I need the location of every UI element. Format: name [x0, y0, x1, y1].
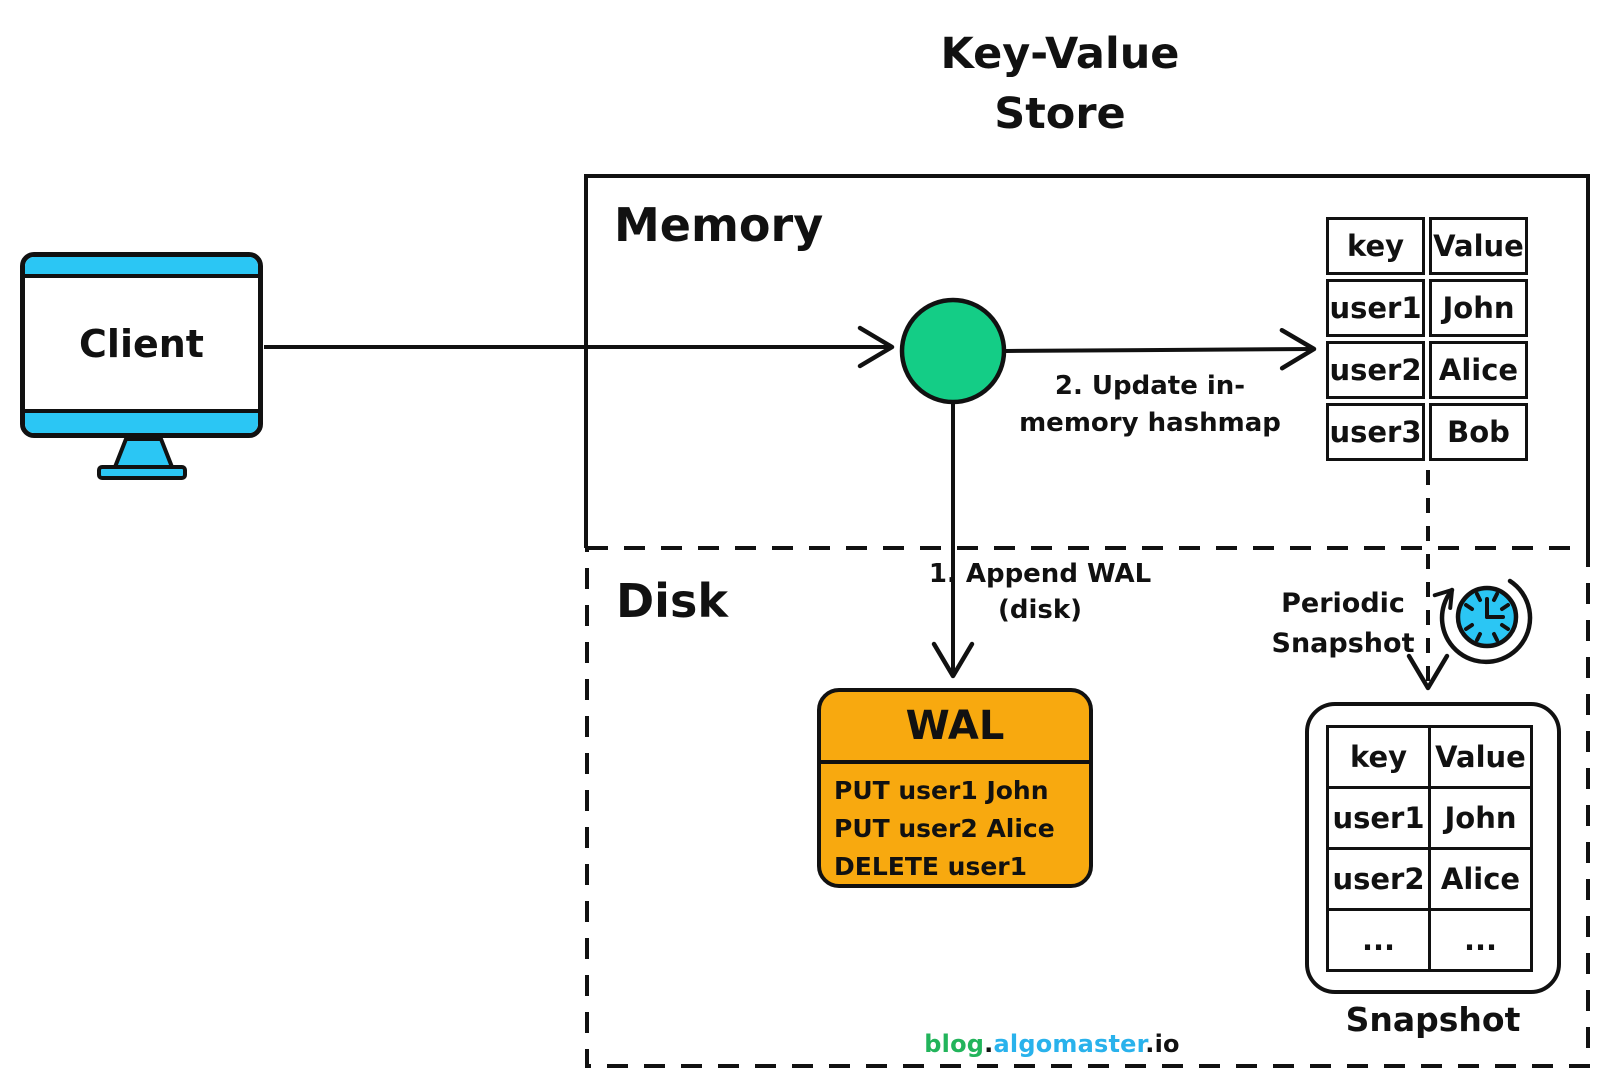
wal-entry: PUT user2 Alice	[834, 814, 1055, 843]
client-monitor-icon: Client	[20, 252, 263, 438]
snapshot-cell: John	[1428, 786, 1533, 850]
monitor-stand-base	[97, 465, 187, 480]
monitor-bottom-bar	[25, 409, 258, 433]
table-row: ... ...	[1326, 908, 1533, 972]
write-node-circle	[899, 297, 1007, 405]
hashmap-cell: Bob	[1429, 403, 1528, 461]
snapshot-cell: user1	[1326, 786, 1431, 850]
append-wal-label: 1. Append WAL (disk)	[928, 559, 1152, 625]
footer-dot: .	[984, 1030, 994, 1058]
diagram-title: Key-Value Store	[940, 29, 1180, 139]
clock-history-icon	[1432, 578, 1533, 665]
table-row: user2 Alice	[1326, 847, 1533, 911]
hashmap-cell: user2	[1326, 341, 1425, 399]
footer-branding: blog.algomaster.io	[902, 1030, 1202, 1058]
hashmap-cell: John	[1429, 279, 1528, 337]
monitor-stand	[113, 437, 174, 469]
hashmap-table: key Value user1 John user2 Alice user3 B…	[1322, 213, 1532, 465]
arrow-node-to-hashmap	[1005, 327, 1317, 371]
periodic-snapshot-label: Periodic Snapshot	[1271, 588, 1415, 659]
wal-entry: PUT user1 John	[834, 776, 1049, 805]
snapshot-cell: Alice	[1428, 847, 1533, 911]
table-header-row: key Value	[1326, 217, 1528, 275]
memory-region-border	[584, 174, 1590, 548]
snapshot-cell: user2	[1326, 847, 1431, 911]
wal-entry: DELETE user1	[834, 852, 1028, 881]
update-hashmap-label: 2. Update in-memory hashmap	[1019, 371, 1281, 438]
snapshot-key-header: key	[1326, 725, 1431, 789]
wal-entries: PUT user1 John PUT user2 Alice DELETE us…	[821, 764, 1089, 886]
table-row: user1 John	[1326, 786, 1533, 850]
snapshot-cell: ...	[1326, 908, 1431, 972]
snapshot-label: Snapshot	[1345, 1000, 1521, 1039]
hashmap-cell: user3	[1326, 403, 1425, 461]
snapshot-table: key Value user1 John user2 Alice ... ...	[1326, 725, 1533, 972]
disk-region-border	[585, 546, 1590, 1068]
memory-region-label: Memory	[614, 198, 824, 252]
disk-region-label: Disk	[616, 574, 728, 628]
footer-dot: .	[1145, 1030, 1155, 1058]
table-row: user3 Bob	[1326, 403, 1528, 461]
hashmap-cell: user1	[1326, 279, 1425, 337]
client-label: Client	[79, 321, 204, 366]
footer-tld: io	[1154, 1030, 1180, 1058]
snapshot-cell: ...	[1428, 908, 1533, 972]
hashmap-cell: Alice	[1429, 341, 1528, 399]
hashmap-key-header: key	[1326, 217, 1425, 275]
snapshot-box: key Value user1 John user2 Alice ... ...	[1305, 702, 1561, 994]
wal-title: WAL	[821, 692, 1089, 764]
snapshot-value-header: Value	[1428, 725, 1533, 789]
table-row: user2 Alice	[1326, 341, 1528, 399]
monitor-top-bar	[25, 257, 258, 278]
table-header-row: key Value	[1326, 725, 1533, 789]
wal-box: WAL PUT user1 John PUT user2 Alice DELET…	[817, 688, 1093, 888]
table-row: user1 John	[1326, 279, 1528, 337]
footer-blog: blog	[924, 1030, 985, 1058]
footer-site: algomaster	[993, 1030, 1146, 1058]
hashmap-value-header: Value	[1429, 217, 1528, 275]
